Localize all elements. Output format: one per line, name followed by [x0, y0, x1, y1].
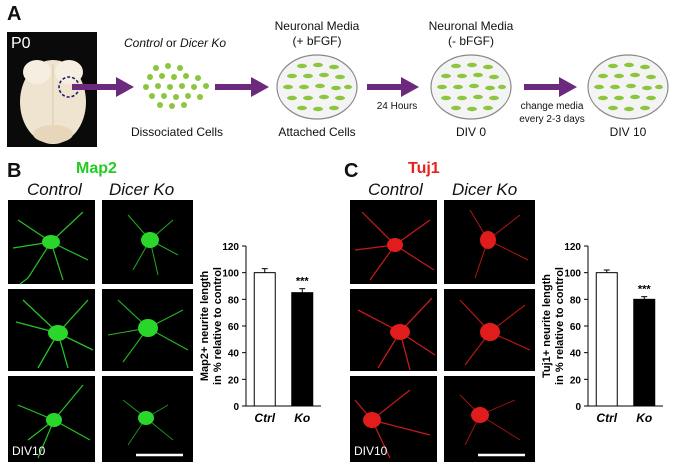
label-change-media-line1: change media — [520, 101, 584, 112]
map2-y-tick-label: 40 — [228, 349, 240, 360]
panel-c-col-ko: Dicer Ko — [452, 180, 518, 199]
header-media-minus-line2: (- bFGF) — [448, 34, 494, 48]
tuj1-ko-2 — [444, 289, 535, 371]
label-dissociated-cells: Dissociated Cells — [130, 125, 224, 139]
map2-x-label-ko: Ko — [294, 411, 310, 425]
tuj1-y-tick-label: 0 — [575, 402, 581, 413]
tuj1-control-1 — [350, 200, 437, 284]
tuj1-ko-3 — [444, 376, 535, 462]
workflow-schematic — [72, 54, 669, 120]
label-attached-cells: Attached Cells — [278, 125, 356, 139]
header-media-minus-line1: Neuronal Media — [428, 19, 514, 33]
panel-b-micrographs — [8, 200, 193, 462]
tuj1-control-2 — [350, 289, 437, 371]
map2-y-tick-label: 120 — [222, 242, 239, 253]
condition-title: Control or Dicer Ko — [124, 36, 227, 50]
brain-image — [20, 60, 86, 144]
label-div10: DIV 10 — [609, 125, 647, 139]
tuj1-x-label-ctrl: Ctrl — [596, 411, 617, 425]
map2-x-label-ctrl: Ctrl — [254, 411, 275, 425]
tuj1-y-tick-label: 100 — [564, 269, 581, 280]
map2-y-tick-label: 60 — [228, 322, 240, 333]
tuj1-significance: *** — [638, 284, 652, 296]
map2-y-tick-label: 80 — [228, 295, 240, 306]
tuj1-y-tick-label: 60 — [570, 322, 582, 333]
map2-bar-ctrl — [253, 272, 276, 407]
tuj1-y-tick-label: 120 — [564, 242, 581, 253]
tuj1-bar-ctrl — [595, 272, 618, 407]
map2-ko-1 — [102, 200, 193, 284]
dissociated-cells-dots — [143, 63, 209, 109]
map2-ylabel-line2: in % relative to control — [212, 267, 224, 385]
arrow-change-media — [524, 77, 577, 97]
map2-y-tick-label: 20 — [228, 375, 240, 386]
dish-div0 — [430, 54, 512, 120]
header-media-plus-line1: Neuronal Media — [274, 19, 360, 33]
map2-bar-ko — [291, 292, 314, 407]
tuj1-ko-1 — [444, 200, 535, 284]
label-24-hours: 24 Hours — [376, 101, 418, 112]
tuj1-y-tick-label: 20 — [570, 375, 582, 386]
map2-significance: *** — [296, 276, 310, 288]
panel-b-marker: Map2 — [76, 160, 117, 177]
header-media-plus-line2: (+ bFGF) — [292, 34, 342, 48]
tuj1-x-label-ko: Ko — [636, 411, 652, 425]
map2-ko-2 — [102, 289, 193, 371]
arrow-cells-to-attached — [215, 77, 269, 97]
map2-ko-3 — [102, 376, 193, 462]
panel-b-div-label: DIV10 — [12, 444, 46, 458]
dish-div10 — [587, 54, 669, 120]
panel-c-col-control: Control — [368, 180, 423, 199]
tuj1-y-tick-label: 80 — [570, 295, 582, 306]
panel-a-letter: A — [7, 3, 22, 25]
panel-c-letter: C — [344, 160, 359, 182]
tuj1-control-3 — [350, 376, 437, 462]
map2-y-tick-label: 100 — [222, 269, 239, 280]
arrow-brain-to-cells — [72, 77, 134, 97]
map2-ylabel-line1: Map2+ neurite length — [199, 271, 211, 382]
tuj1-y-tick-label: 40 — [570, 349, 582, 360]
tuj1-ylabel-line1: Tuj1+ neurite length — [541, 274, 553, 378]
panel-c-div-label: DIV10 — [354, 444, 388, 458]
label-change-media-line2: every 2-3 days — [519, 114, 585, 125]
panel-b-col-control: Control — [27, 180, 82, 199]
label-div0: DIV 0 — [455, 125, 486, 139]
brain-age-label: P0 — [11, 35, 31, 52]
dish-attached-cells — [276, 54, 358, 120]
panel-c-marker: Tuj1 — [408, 160, 440, 177]
panel-b-letter: B — [7, 160, 22, 182]
panel-b-col-ko: Dicer Ko — [109, 180, 175, 199]
map2-y-tick-label: 0 — [233, 402, 239, 413]
map2-control-2 — [8, 289, 95, 371]
map2-control-3 — [8, 376, 95, 462]
map2-control-1 — [8, 200, 95, 285]
tuj1-ylabel-line2: in % relative to control — [554, 267, 566, 385]
tuj1-bar-ko — [633, 298, 656, 407]
arrow-24h — [367, 77, 419, 97]
panel-c-micrographs — [350, 200, 535, 462]
